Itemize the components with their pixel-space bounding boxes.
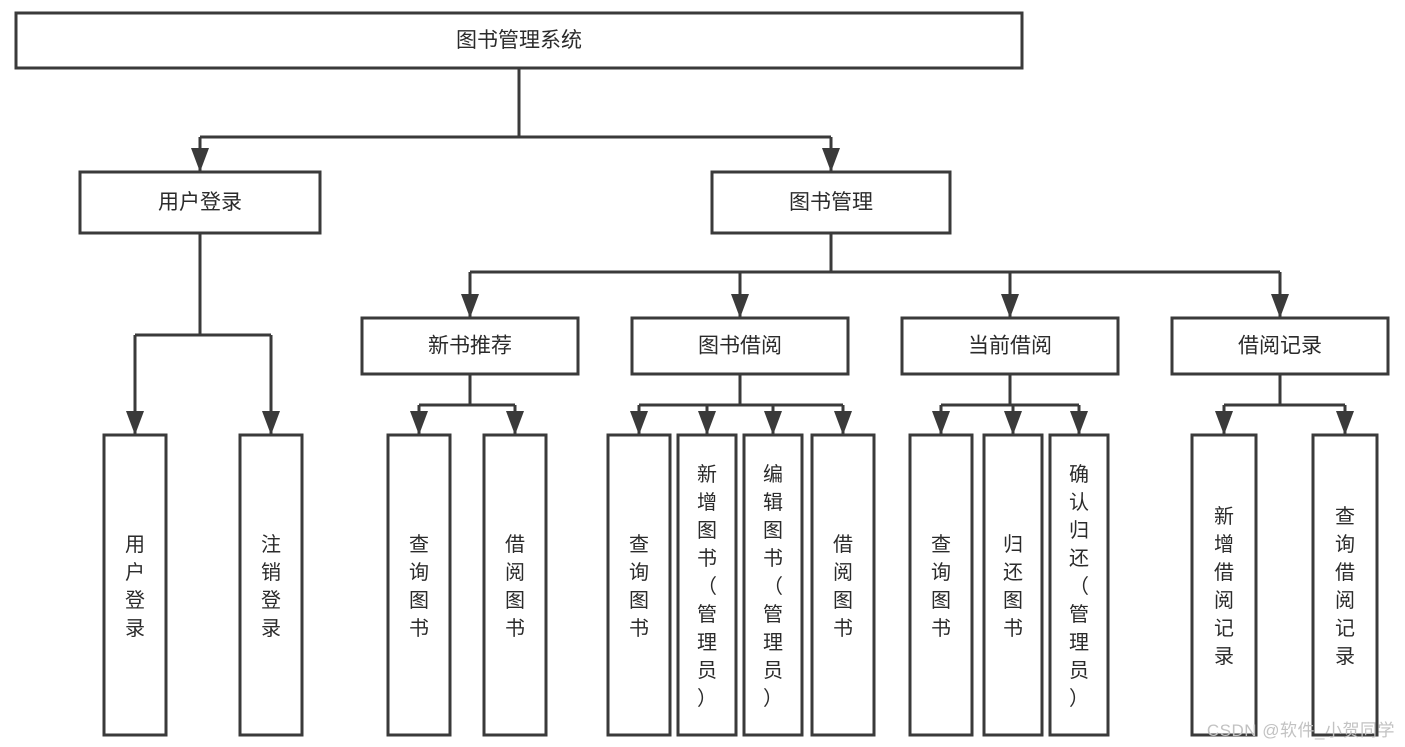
node-label-新书推荐: 新书推荐 [428,335,512,358]
node-box-查询图书[interactable] [606,433,672,737]
arrow-head-icon-查询图书 [630,411,648,435]
node-label-图书管理: 图书管理 [789,191,873,214]
node-新增借阅记录[interactable]: 新增借阅记录 [1190,433,1258,737]
node-box-归还图书[interactable] [982,433,1044,737]
node-box-当前借阅[interactable] [900,316,1120,376]
arrow-head-icon-查询图书 [932,411,950,435]
node-label-用户登录: 用户登录 [158,191,242,214]
node-注销登录[interactable]: 注销登录 [238,433,304,737]
node-box-图书管理系统[interactable] [14,11,1024,70]
node-box-新增图书管理员[interactable] [676,433,738,737]
node-label-查询图书: 查询图书 [409,533,429,640]
node-label-确认归还管理员: 确认归还（管理员） [1069,463,1089,710]
arrow-head-icon-图书管理 [822,148,840,172]
node-box-注销登录[interactable] [238,433,304,737]
arrow-head-icon-用户登录 [191,148,209,172]
node-box-用户登录[interactable] [78,170,322,235]
arrow-head-icon-借阅图书 [506,411,524,435]
node-label-借阅记录: 借阅记录 [1238,335,1322,358]
node-label-图书借阅: 图书借阅 [698,335,782,358]
node-用户登录[interactable]: 用户登录 [102,433,168,737]
arrow-head-icon-新书推荐 [461,294,479,318]
node-归还图书[interactable]: 归还图书 [982,433,1044,737]
node-label-编辑图书管理员: 编辑图书（管理员） [763,463,783,710]
node-box-借阅图书[interactable] [810,433,876,737]
node-layer: 图书管理系统用户登录图书管理新书推荐图书借阅当前借阅借阅记录用户登录注销登录查询… [14,11,1390,737]
arrow-head-icon-归还图书 [1004,411,1022,435]
node-label-注销登录: 注销登录 [261,533,281,640]
node-确认归还管理员[interactable]: 确认归还（管理员） [1048,433,1110,737]
node-借阅图书[interactable]: 借阅图书 [482,433,548,737]
node-借阅记录[interactable]: 借阅记录 [1170,316,1390,376]
arrow-head-icon-编辑图书管理员 [764,411,782,435]
node-label-图书管理系统: 图书管理系统 [456,29,582,52]
arrow-head-icon-新增借阅记录 [1215,411,1233,435]
node-box-查询借阅记录[interactable] [1311,433,1379,737]
node-label-当前借阅: 当前借阅 [968,335,1052,358]
node-box-图书借阅[interactable] [630,316,850,376]
node-用户登录[interactable]: 用户登录 [78,170,322,235]
node-当前借阅[interactable]: 当前借阅 [900,316,1120,376]
node-图书借阅[interactable]: 图书借阅 [630,316,850,376]
node-box-新增借阅记录[interactable] [1190,433,1258,737]
node-label-查询图书: 查询图书 [629,533,649,640]
node-label-借阅图书: 借阅图书 [833,533,853,640]
node-label-用户登录: 用户登录 [125,534,145,640]
node-box-确认归还管理员[interactable] [1048,433,1110,737]
arrow-head-icon-注销登录 [262,411,280,435]
node-编辑图书管理员[interactable]: 编辑图书（管理员） [742,433,804,737]
node-box-用户登录[interactable] [102,433,168,737]
node-label-借阅图书: 借阅图书 [505,533,525,640]
node-查询图书[interactable]: 查询图书 [386,433,452,737]
node-box-借阅图书[interactable] [482,433,548,737]
node-图书管理[interactable]: 图书管理 [710,170,952,235]
node-图书管理系统[interactable]: 图书管理系统 [14,11,1024,70]
node-box-图书管理[interactable] [710,170,952,235]
arrow-head-icon-当前借阅 [1001,294,1019,318]
node-新增图书管理员[interactable]: 新增图书（管理员） [676,433,738,737]
node-label-新增图书管理员: 新增图书（管理员） [697,463,717,710]
node-box-查询图书[interactable] [386,433,452,737]
node-label-查询借阅记录: 查询借阅记录 [1335,505,1355,668]
arrow-head-icon-图书借阅 [731,294,749,318]
node-查询借阅记录[interactable]: 查询借阅记录 [1311,433,1379,737]
arrow-head-icon-查询借阅记录 [1336,411,1354,435]
node-新书推荐[interactable]: 新书推荐 [360,316,580,376]
arrow-head-icon-新增图书管理员 [698,411,716,435]
arrow-head-icon-确认归还管理员 [1070,411,1088,435]
arrow-head-icon-查询图书 [410,411,428,435]
arrow-head-icon-借阅记录 [1271,294,1289,318]
node-借阅图书[interactable]: 借阅图书 [810,433,876,737]
arrow-head-icon-用户登录 [126,411,144,435]
node-box-借阅记录[interactable] [1170,316,1390,376]
node-label-查询图书: 查询图书 [931,533,951,640]
node-label-归还图书: 归还图书 [1003,533,1023,640]
node-label-新增借阅记录: 新增借阅记录 [1214,505,1234,668]
connector-layer [126,68,1354,435]
arrow-head-icon-借阅图书 [834,411,852,435]
node-查询图书[interactable]: 查询图书 [606,433,672,737]
node-box-查询图书[interactable] [908,433,974,737]
node-查询图书[interactable]: 查询图书 [908,433,974,737]
node-box-编辑图书管理员[interactable] [742,433,804,737]
node-box-新书推荐[interactable] [360,316,580,376]
